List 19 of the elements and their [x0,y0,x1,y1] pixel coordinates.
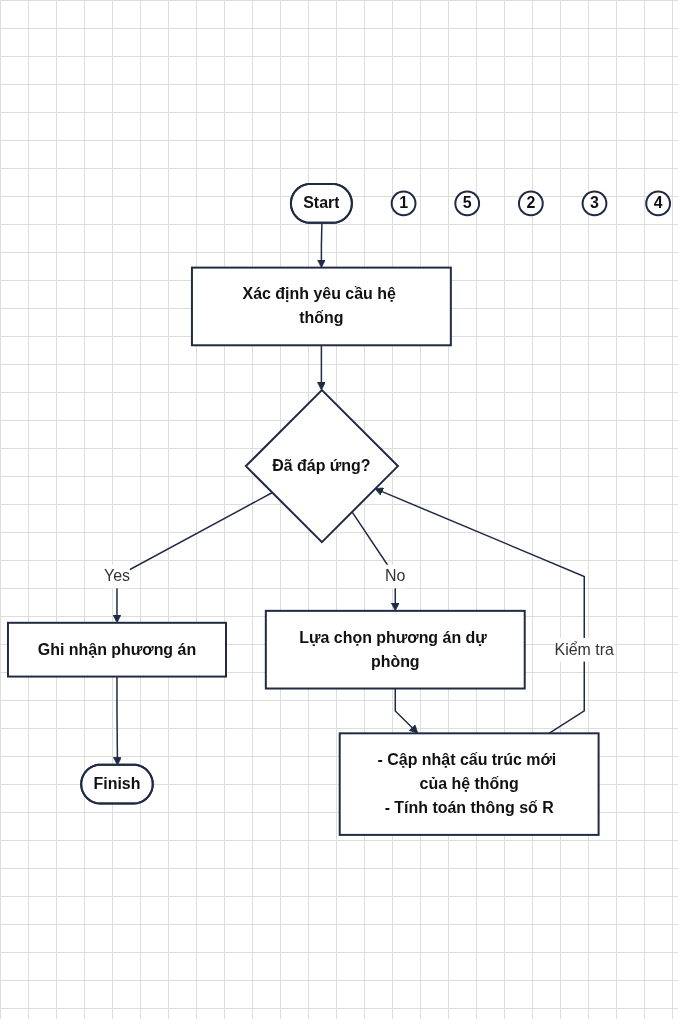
arrow [394,687,419,734]
node-box: - Cập nhật cấu trúc mới của hệ thống - Tính toán thông số R [338,732,600,836]
edge-label: Kiểm tra [554,640,614,658]
edge-label: No [385,567,406,585]
node-box: Xác định yêu cầu hệ thống [190,266,452,347]
arrow [374,487,585,735]
node-circle: 3 [581,190,608,217]
node-box: Ghi nhận phương án [6,621,227,678]
arrow [113,675,122,766]
node-circle: 5 [454,190,481,217]
node-circle: 2 [517,190,544,217]
arrow [317,222,326,269]
arrow [351,510,400,612]
node-diamond: Đã đáp ứng? [244,388,400,544]
node-box: Lựa chọn phương án dự phòng [264,609,526,690]
arrow [317,344,326,391]
edge-label: Yes [103,567,130,585]
node-circle: 4 [645,190,672,217]
node-circle: 1 [390,190,417,217]
